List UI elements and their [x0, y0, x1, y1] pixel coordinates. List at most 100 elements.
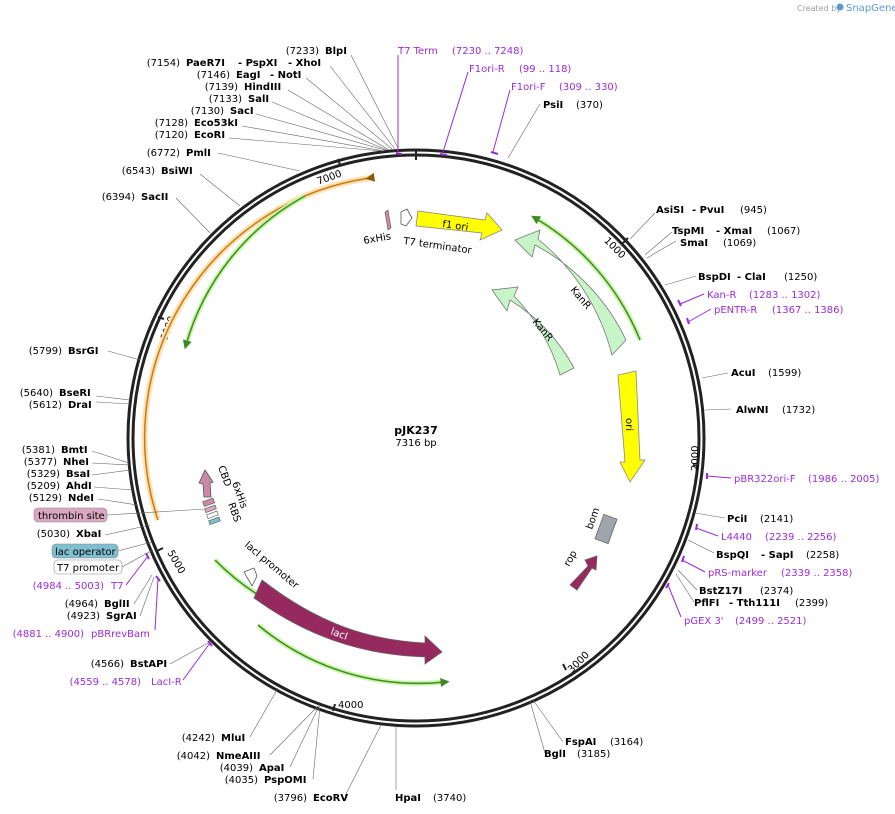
- primer-marker: [490, 151, 499, 155]
- site-name: BstZ17I: [699, 586, 742, 597]
- site-name: PflFI: [694, 598, 719, 609]
- site-pos: (1067): [767, 226, 800, 237]
- site-pos: (5640): [20, 388, 53, 399]
- primer-range: (4559 .. 4578): [70, 677, 142, 688]
- tick-mark-1000: [622, 237, 629, 244]
- site-name: TspMI: [672, 226, 704, 237]
- leader-line: [269, 705, 319, 756]
- site-pos: (6543): [122, 166, 155, 177]
- primer-marker: [145, 552, 150, 560]
- primer-name: F1ori-R: [469, 64, 505, 75]
- site-name: NheI: [63, 457, 89, 468]
- site-alt: - XhoI: [288, 58, 321, 69]
- leader-line: [289, 705, 320, 768]
- site-name: HindIII: [244, 82, 281, 93]
- thrombin-site-label: thrombin site: [38, 511, 105, 522]
- site-name: AcuI: [731, 368, 756, 379]
- leader-line: [217, 152, 301, 172]
- primer-range: (99 .. 118): [519, 64, 571, 75]
- site-name: EcoRI: [194, 130, 225, 141]
- laci-promoter-feature: [243, 567, 258, 587]
- leader-line: [121, 549, 154, 568]
- primer-name: pENTR-R: [714, 305, 757, 316]
- site-name: AlwNI: [736, 405, 769, 416]
- site-name: SmaI: [680, 238, 708, 249]
- site-name: HpaI: [395, 793, 421, 804]
- site-pos: (4035): [225, 775, 258, 786]
- primer-range: (2239 .. 2256): [765, 532, 837, 543]
- primer-range: (309 .. 330): [559, 82, 618, 93]
- leader-line: [507, 103, 541, 159]
- primer-line: [695, 527, 719, 537]
- site-pos: (6772): [147, 148, 180, 159]
- site-pos: (2258): [806, 550, 839, 561]
- site-pos: (5612): [29, 400, 62, 411]
- primer-range: (4881 .. 4900): [13, 629, 85, 640]
- site-pos: (5799): [29, 346, 62, 357]
- site-pos: (4566): [91, 659, 124, 670]
- leader-line: [664, 275, 697, 286]
- site-pos: (6394): [102, 192, 135, 203]
- site-name: PmlI: [186, 148, 211, 159]
- primer-line: [706, 475, 732, 479]
- leader-line: [344, 724, 382, 797]
- leader-line: [93, 486, 134, 491]
- lac-operator-feature: [208, 516, 221, 525]
- site-alt: - PspXI: [238, 58, 277, 69]
- leader-line: [95, 395, 131, 401]
- sixhis-top-label: 6xHis: [363, 231, 392, 247]
- leader-line: [629, 212, 656, 240]
- site-pos: (5377): [24, 457, 57, 468]
- snapgene-logo-icon: [836, 3, 844, 11]
- created-by-text: Created by: [797, 4, 841, 13]
- leader-line: [532, 699, 564, 743]
- primer-range: (7230 .. 7248): [452, 46, 524, 57]
- site-pos: (7154): [147, 58, 180, 69]
- site-name: BglII: [104, 599, 130, 610]
- rbs-feature: [206, 510, 219, 519]
- site-name: BsiWI: [161, 166, 193, 177]
- primer-line: [492, 89, 511, 153]
- site-alt: - Tth111I: [729, 598, 780, 609]
- site-name: EagI: [236, 70, 260, 81]
- site-alt: - ClaI: [737, 272, 766, 283]
- site-name: PsiI: [543, 100, 563, 111]
- primer-name: pBRrevBam: [91, 629, 150, 640]
- leader-line: [107, 350, 141, 361]
- site-pos: (7133): [209, 94, 242, 105]
- primer-range: (1283 .. 1302): [749, 290, 821, 301]
- site-pos: (2141): [760, 514, 793, 525]
- site-name: BseRI: [59, 388, 91, 399]
- site-pos: (3185): [577, 749, 610, 760]
- site-pos: (5329): [27, 469, 60, 480]
- leader-line: [644, 231, 673, 256]
- primer-line: [154, 577, 159, 631]
- leader-line: [646, 240, 677, 259]
- site-name: BspQI: [716, 550, 749, 561]
- primer-name: T7 Term: [397, 46, 438, 57]
- site-pos: (7146): [197, 70, 230, 81]
- site-pos: (1250): [784, 272, 817, 283]
- site-pos: (945): [740, 205, 767, 216]
- tick-mark-2000: [692, 464, 700, 467]
- leader-line: [694, 512, 726, 519]
- primer-name: Kan-R: [707, 290, 736, 301]
- site-pos: (1599): [768, 368, 801, 379]
- primer-range: (4984 .. 5003): [33, 581, 105, 592]
- site-pos: (1732): [782, 405, 815, 416]
- tick-mark-6000: [157, 316, 165, 320]
- site-name: SalI: [248, 94, 269, 105]
- primer-marker: [395, 152, 403, 155]
- site-name: SgrAI: [106, 611, 137, 622]
- green-arc-left: [182, 195, 306, 350]
- site-pos: (3796): [274, 793, 307, 804]
- primer-marker: [677, 299, 682, 307]
- site-name: BmtI: [61, 445, 88, 456]
- primer-range: (2339 .. 2358): [781, 568, 853, 579]
- tick-mark-4000: [332, 703, 336, 712]
- leader-line: [312, 705, 321, 780]
- lac-operator-label: lac operator: [55, 547, 116, 558]
- site-name: AsiSI: [656, 205, 684, 216]
- primer-name: pGEX 3': [684, 616, 724, 627]
- site-alt: - XmaI: [716, 226, 752, 237]
